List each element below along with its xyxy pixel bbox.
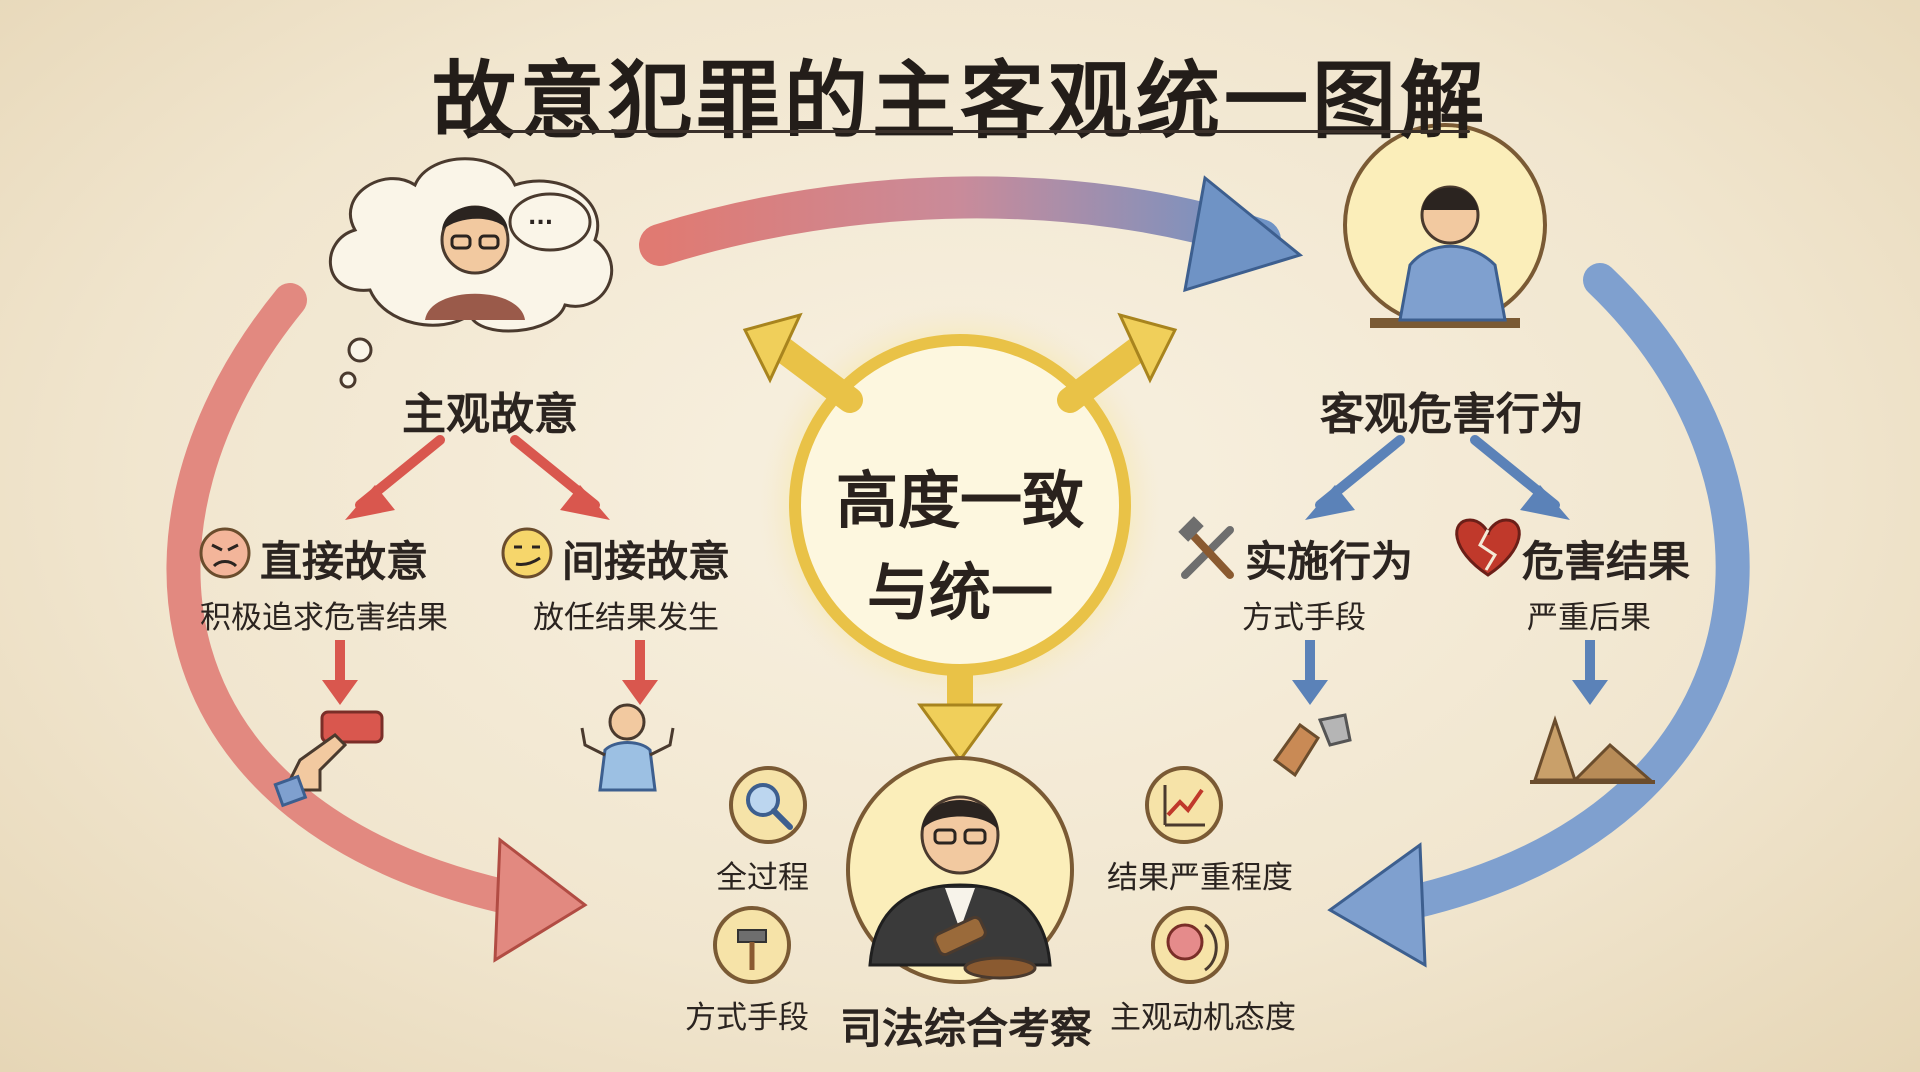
thought-dots: ... [528,205,554,230]
top-connecting-arrow [639,176,1281,266]
judicial-item-severity: 结果严重程度 [1107,860,1293,896]
act-label: 实施行为 [1245,537,1414,586]
judicial-label: 司法综合考察 [840,1004,1093,1053]
worker-icon [1343,123,1547,328]
right-blue-arc [1383,263,1750,922]
center-line-1: 高度一致 [835,464,1084,537]
angry-face-icon [199,527,251,579]
broken-heart-icon [1455,518,1521,577]
rubble-icon [1530,715,1655,784]
objective-label: 客观危害行为 [1320,389,1584,440]
chart-up-icon [1145,766,1223,844]
hand-press-button-icon [273,710,384,808]
shrug-person-icon [580,703,675,792]
indirect-intent-desc: 放任结果发生 [533,600,719,636]
judicial-item-means: 方式手段 [685,1000,809,1036]
top-arrow-head [1183,175,1304,293]
judge-icon [846,756,1074,984]
judicial-item-motive: 主观动机态度 [1110,1000,1296,1036]
center-statement: 高度一致 与统一 [790,455,1130,639]
center-line-2: 与统一 [866,556,1053,629]
indirect-intent-label: 间接故意 [562,537,731,586]
harm-desc: 严重后果 [1527,600,1651,636]
harm-label: 危害结果 [1522,537,1691,586]
judicial-item-process: 全过程 [716,860,809,896]
subjective-label: 主观故意 [402,389,578,440]
title-underline [470,130,1470,133]
page-title: 故意犯罪的主客观统一图解 [431,52,1488,150]
brain-icon [1151,906,1229,984]
right-arc-head [1327,842,1427,968]
tools-icon [1178,516,1234,579]
left-arc-head [493,837,588,963]
smirk-face-icon [501,527,553,579]
broken-tool-icon [1272,713,1352,778]
direct-intent-label: 直接故意 [260,537,429,586]
hammer-icon [713,906,791,984]
magnifier-icon [729,766,807,844]
left-red-arc [166,283,537,917]
direct-intent-desc: 积极追求危害结果 [200,600,448,636]
thinking-person-icon [425,205,525,320]
act-desc: 方式手段 [1242,600,1366,636]
